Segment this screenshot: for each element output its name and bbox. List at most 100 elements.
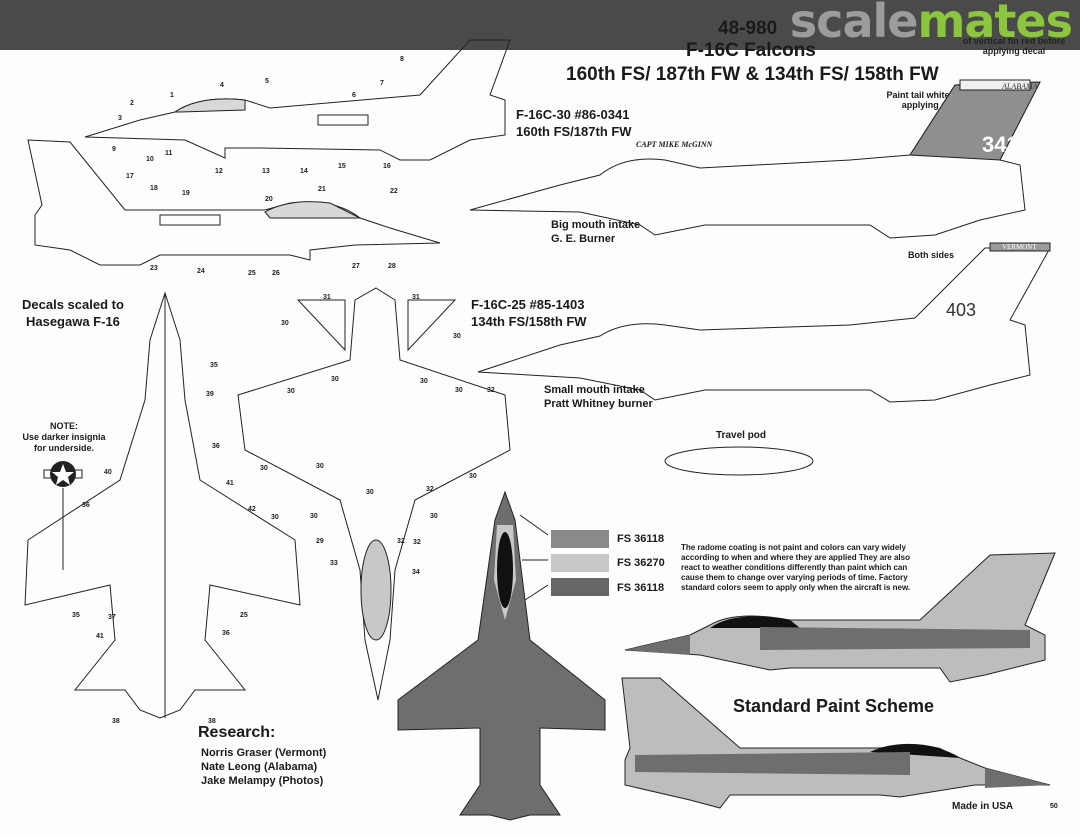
callout-number: 31	[323, 294, 331, 301]
logo-part-scale: scale	[789, 0, 919, 48]
callout-number: 30	[310, 513, 318, 520]
insignia-icon	[43, 461, 83, 570]
side-profile-right-facing	[27, 139, 441, 266]
callout-number: 14	[300, 168, 308, 175]
callout-number: 25	[240, 612, 248, 619]
callout-number: 30	[331, 376, 339, 383]
fin-note: of vertical fin red before applying deca…	[962, 36, 1066, 56]
product-name: F-16C Falcons	[686, 40, 816, 61]
intake-2-line1: Small mouth intake	[544, 384, 645, 396]
callout-number: 30	[455, 387, 463, 394]
standard-scheme-lower	[621, 677, 1051, 809]
callout-number: 1	[170, 92, 174, 99]
decal-scale-note: Decals scaled to Hasegawa F-16	[22, 296, 124, 330]
callout-number: 12	[215, 168, 223, 175]
credit-item: Jake Melampy (Photos)	[201, 775, 324, 787]
scalemates-logo[interactable]: scalemates	[789, 0, 1073, 48]
callout-number: 13	[262, 168, 270, 175]
callout-number: 30	[281, 320, 289, 327]
aircraft-1-designation: F-16C-30 #86-0341	[516, 107, 630, 122]
insignia-note: NOTE: Use darker insignia for underside.	[16, 421, 112, 454]
callout-number: 10	[146, 156, 154, 163]
alabama-jet-profile	[469, 79, 1041, 239]
callout-number: 25	[248, 270, 256, 277]
callout-number: 30	[287, 388, 295, 395]
aircraft-2-designation: F-16C-25 #85-1403	[471, 297, 585, 312]
callout-number: 6	[352, 92, 356, 99]
aircraft-2-intake: Small mouth intake Pratt Whitney burner	[544, 383, 653, 411]
callout-number: 41	[96, 633, 104, 640]
research-title: Research:	[198, 724, 276, 741]
callout-number: 37	[108, 614, 116, 621]
callout-number: 29	[316, 538, 324, 545]
research-credits: Norris Graser (Vermont) Nate Leong (Alab…	[201, 746, 326, 788]
both-sides-note: Both sides	[908, 250, 955, 260]
callout-number: 42	[248, 506, 256, 513]
side-profile-left-facing	[84, 39, 511, 161]
page-number: 50	[1050, 803, 1058, 810]
callout-number: 2	[130, 100, 134, 107]
made-in: Made in USA	[952, 801, 1014, 812]
callout-number: 28	[388, 263, 396, 270]
units-title: 160th FS/ 187th FW & 134th FS/ 158th FW	[566, 64, 939, 85]
callout-number: 36	[222, 630, 230, 637]
decal-scale-line1: Decals scaled to	[22, 297, 124, 312]
callout-number: 3	[118, 115, 122, 122]
aircraft-2-label: F-16C-25 #85-1403 134th FS/158th FW	[471, 296, 587, 330]
callout-number: 38	[112, 718, 120, 725]
aircraft-1-unit: 160th FS/187th FW	[516, 124, 632, 139]
vermont-tail-text: VERMONT	[1002, 243, 1037, 251]
intake-1-line2: G. E. Burner	[551, 233, 616, 245]
callout-number: 27	[352, 263, 360, 270]
callout-number: 23	[150, 265, 158, 272]
callout-number: 18	[150, 185, 158, 192]
callout-number: 8	[400, 56, 404, 63]
site-banner: scalemates	[0, 0, 1080, 50]
credit-item: Nate Leong (Alabama)	[201, 761, 318, 773]
callout-number: 32	[426, 486, 434, 493]
callout-number: 30	[260, 465, 268, 472]
callout-number: 30	[271, 514, 279, 521]
callout-number: 9	[112, 146, 116, 153]
callout-number: 30	[469, 473, 477, 480]
callout-number: 36	[82, 502, 90, 509]
callout-number: 15	[338, 163, 346, 170]
top-plan-view	[237, 287, 511, 701]
callout-number: 40	[104, 469, 112, 476]
standard-scheme-title: Standard Paint Scheme	[733, 696, 935, 716]
callout-number: 24	[197, 268, 205, 275]
callout-number: 35	[72, 612, 80, 619]
underside-plan-view	[24, 291, 301, 719]
callout-number: 30	[366, 489, 374, 496]
callout-number: 11	[165, 150, 173, 157]
color-swatch-1	[551, 530, 609, 548]
decal-scale-line2: Hasegawa F-16	[25, 314, 120, 329]
callout-number: 30	[316, 463, 324, 470]
pilot-name: CAPT MIKE McGINN	[636, 140, 713, 149]
aircraft-1-intake: Big mouth intake G. E. Burner	[551, 218, 640, 246]
product-code: 48-980	[718, 18, 778, 39]
intake-2-line2: Pratt Whitney burner	[544, 398, 653, 410]
color-swatch-2	[551, 554, 609, 572]
note-line2: for underside.	[33, 443, 94, 453]
travel-pod-label: Travel pod	[716, 430, 767, 441]
color-code-2: FS 36270	[617, 557, 665, 569]
callout-number: 38	[208, 718, 216, 725]
callout-number: 36	[212, 443, 220, 450]
callout-number: 19	[182, 190, 190, 197]
callout-number: 35	[210, 362, 218, 369]
travel-pod-shape	[664, 446, 814, 476]
callout-number: 26	[272, 270, 280, 277]
callout-number: 5	[265, 78, 269, 85]
standard-scheme-upper	[624, 552, 1056, 683]
note-title: NOTE:	[50, 421, 78, 431]
callout-number: 20	[265, 196, 273, 203]
callout-number: 32	[413, 539, 421, 546]
callout-number: 30	[453, 333, 461, 340]
alabama-tail-text: ALABAMA	[1002, 82, 1038, 91]
callout-number: 17	[126, 173, 134, 180]
aircraft-1-label: F-16C-30 #86-0341 160th FS/187th FW	[516, 106, 632, 140]
callout-number: 30	[420, 378, 428, 385]
aircraft-2-unit: 134th FS/158th FW	[471, 314, 587, 329]
